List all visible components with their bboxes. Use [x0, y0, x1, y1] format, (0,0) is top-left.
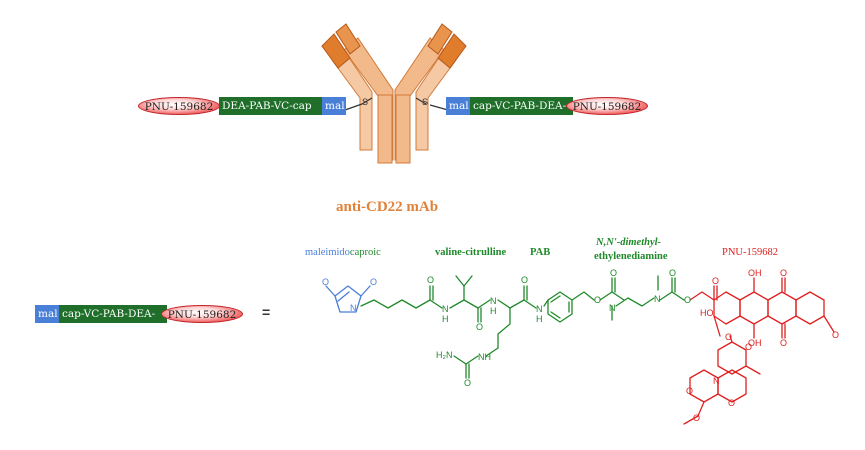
- equals-sign: =: [262, 304, 271, 320]
- caproic-text: caproic: [349, 247, 381, 258]
- atom-nh-2: N: [490, 296, 497, 306]
- right-thiol-bond: [429, 104, 449, 111]
- atom-oh-bottom: OH: [748, 338, 762, 348]
- atom-o-ome: O: [693, 413, 701, 423]
- atom-nh-urea: NH: [478, 352, 491, 362]
- left-maleimide-pill: mal: [322, 97, 346, 115]
- atom-oh-top: OH: [748, 268, 762, 278]
- antibody-fc-right: [395, 94, 411, 164]
- atom-n-carbamate: N: [609, 303, 616, 313]
- atom-o-glycoside: O: [725, 332, 733, 342]
- right-payload-pill: PNU-159682: [566, 97, 648, 115]
- atom-h-2: H: [490, 306, 497, 316]
- atom-o-ester: O: [684, 295, 692, 305]
- atom-h-3: H: [536, 314, 543, 324]
- legend-payload-pill: PNU-159682: [161, 305, 243, 323]
- valine-citrulline-label: valine-citrulline: [435, 247, 507, 258]
- atom-o-quinone-bottom: O: [780, 338, 788, 348]
- atom-o-benzyl: O: [594, 295, 602, 305]
- right-maleimide-pill: mal: [446, 97, 470, 115]
- right-sulfur-label: S: [422, 97, 429, 107]
- legend-linker-pill: cap-VC-PAB-DEA-: [59, 305, 167, 323]
- atom-o-morpholine: O: [686, 386, 694, 396]
- atom-o-ketone: O: [712, 276, 720, 286]
- right-s-bond: [415, 97, 427, 105]
- mab-label: anti-CD22 mAb: [336, 199, 439, 215]
- atom-h-1: H: [442, 314, 449, 324]
- left-s-bond: [361, 97, 373, 105]
- atom-o-bridge: O: [728, 398, 736, 408]
- caproic-chain: [360, 275, 685, 379]
- pab-label: PAB: [530, 247, 551, 258]
- maleimide-structure: [325, 285, 371, 313]
- maleimido-text: maleimido: [305, 247, 350, 258]
- atom-o-quinone-top: O: [780, 268, 788, 278]
- atom-n-maleimide: N: [350, 303, 357, 313]
- pnu-structure: [683, 277, 835, 425]
- left-sulfur-label: S: [362, 97, 369, 107]
- atom-n-amine: N: [654, 294, 661, 304]
- atom-h2n: H₂N: [436, 350, 453, 360]
- antibody-fc-left: [377, 94, 393, 164]
- atom-o-maleimide-right: O: [370, 277, 378, 287]
- atom-o-methoxy: O: [832, 330, 840, 340]
- dmeda-label-line1: N,N'-dimethyl-: [596, 237, 662, 248]
- atom-o-urea: O: [464, 378, 472, 388]
- atom-o-amide1: O: [427, 275, 435, 285]
- atom-nh-3: N: [536, 304, 543, 314]
- left-payload-pill: PNU-159682: [138, 97, 220, 115]
- dmeda-label-line2: ethylenediamine: [594, 251, 668, 262]
- atom-o-maleimide-top: O: [322, 277, 330, 287]
- atom-n-sugar: N: [713, 376, 720, 386]
- right-linker-pill: cap-VC-PAB-DEA-: [470, 97, 573, 115]
- atom-ho: HO: [700, 308, 714, 318]
- atom-o-amide3: O: [521, 275, 529, 285]
- pnu-structure-label: PNU-159682: [722, 247, 779, 258]
- maleimidocaproic-label: maleimidocaproic: [305, 247, 381, 258]
- left-linker-pill: DEA-PAB-VC-cap: [219, 97, 322, 115]
- legend-maleimide-pill: mal: [35, 305, 59, 323]
- atom-o-amide2: O: [476, 322, 484, 332]
- atom-o-sugar-ring: O: [745, 342, 753, 352]
- left-thiol-bond: [344, 103, 363, 111]
- atom-o-carbamate: O: [610, 268, 618, 278]
- atom-o-ester-carbonyl: O: [669, 268, 677, 278]
- atom-nh-1: N: [442, 304, 449, 314]
